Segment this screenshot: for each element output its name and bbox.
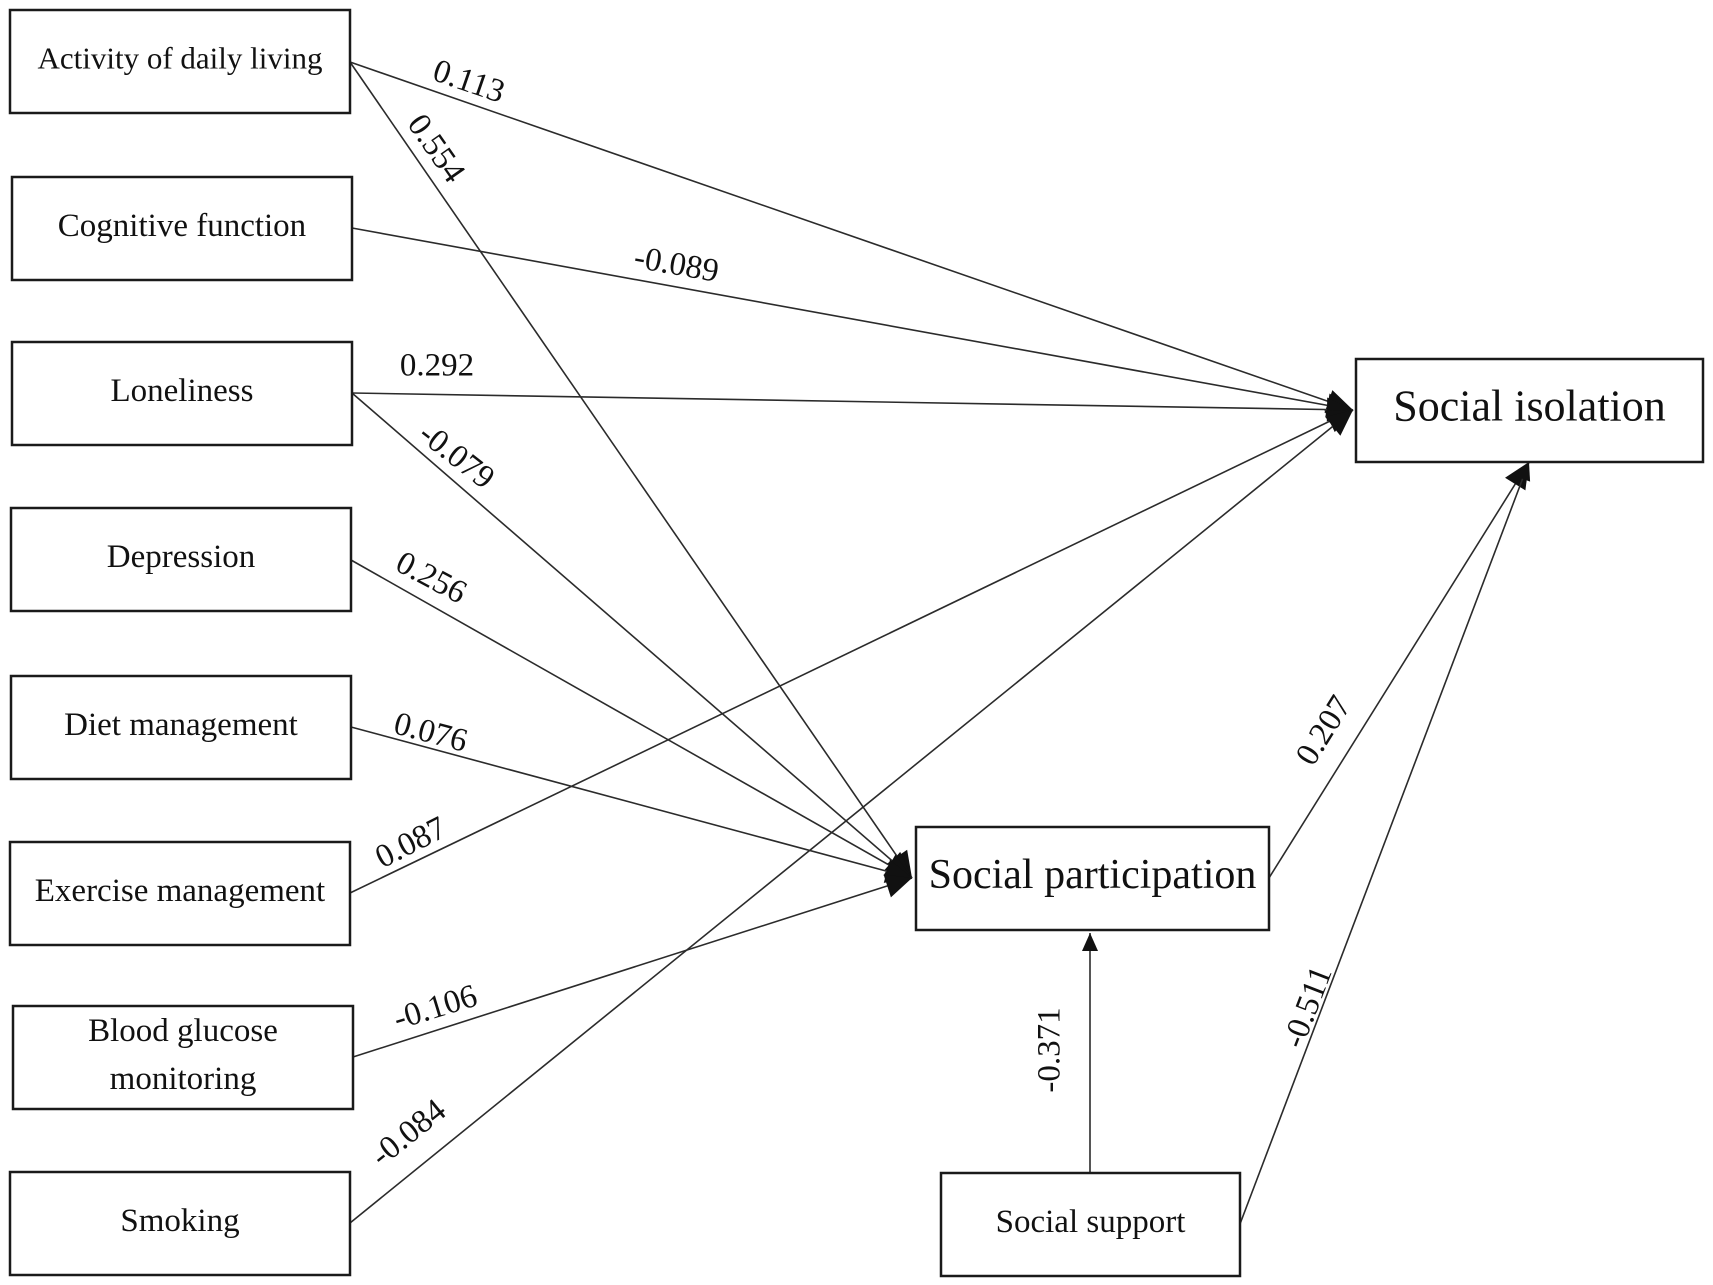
coefficient-adl-to-part: 0.554 bbox=[400, 108, 472, 189]
arrowhead-supp-to-part bbox=[1082, 933, 1098, 951]
coefficient-supp-to-iso: -0.511 bbox=[1276, 961, 1340, 1052]
coefficient-supp-to-part: -0.371 bbox=[1032, 1007, 1068, 1092]
coefficient-bgm-to-part: -0.106 bbox=[389, 978, 481, 1037]
node-label-dep: Depression bbox=[107, 539, 255, 575]
node-label-smok: Smoking bbox=[120, 1203, 239, 1239]
node-box-exer bbox=[8, 840, 352, 947]
path-adl-to-iso bbox=[349, 61, 1354, 411]
node-diet: Diet management bbox=[9, 674, 353, 781]
node-label-exer: Exercise management bbox=[35, 873, 325, 909]
path-part-to-iso bbox=[1268, 461, 1530, 879]
node-label-cog: Cognitive function bbox=[58, 208, 306, 244]
path-bgm-to-part bbox=[352, 877, 913, 1058]
node-bgm: Blood glucose monitoring bbox=[11, 1004, 355, 1111]
node-label-adl: Activity of daily living bbox=[38, 41, 323, 76]
node-smok: Smoking bbox=[8, 1170, 352, 1277]
node-label-supp: Social support bbox=[996, 1204, 1186, 1240]
path-diet-to-part bbox=[350, 726, 913, 879]
path-dep-to-part bbox=[350, 559, 913, 879]
arrowhead-supp-to-iso bbox=[1515, 462, 1531, 482]
arrowhead-bgm-to-part bbox=[883, 874, 912, 898]
coefficient-smok-to-iso: -0.084 bbox=[364, 1092, 453, 1174]
node-box-diet bbox=[9, 674, 353, 781]
coefficient-lone-to-iso: 0.292 bbox=[400, 348, 474, 384]
node-box-adl bbox=[8, 8, 352, 115]
node-box-dep bbox=[9, 506, 353, 613]
path-smok-to-iso bbox=[349, 409, 1354, 1224]
node-label-part: Social participation bbox=[929, 852, 1257, 898]
node-box-iso bbox=[1354, 357, 1705, 464]
node-lone: Loneliness bbox=[10, 340, 354, 447]
node-box-cog bbox=[10, 175, 354, 282]
node-cog: Cognitive function bbox=[10, 175, 354, 282]
node-iso: Social isolation bbox=[1354, 357, 1705, 464]
path-exer-to-iso bbox=[349, 409, 1354, 894]
node-label-diet: Diet management bbox=[64, 707, 298, 743]
edges-layer bbox=[349, 61, 1531, 1225]
node-box-bgm bbox=[11, 1004, 355, 1111]
node-supp: Social support bbox=[939, 1171, 1242, 1278]
path-lone-to-part bbox=[351, 392, 913, 879]
coefficient-diet-to-part: 0.076 bbox=[390, 706, 471, 760]
path-lone-to-iso bbox=[351, 392, 1354, 411]
coefficient-exer-to-iso: 0.087 bbox=[370, 810, 453, 876]
coefficient-part-to-iso: 0.207 bbox=[1289, 690, 1359, 772]
path-supp-to-iso bbox=[1239, 461, 1530, 1225]
coefficient-cog-to-iso: -0.089 bbox=[631, 239, 721, 289]
path-adl-to-part bbox=[349, 61, 913, 879]
node-exer: Exercise management bbox=[8, 840, 352, 947]
node-box-supp bbox=[939, 1171, 1242, 1278]
node-label-lone: Loneliness bbox=[111, 373, 254, 409]
path-cog-to-iso bbox=[351, 227, 1354, 411]
arrowhead-smok-to-iso bbox=[1325, 410, 1353, 436]
coefficient-adl-to-iso: 0.113 bbox=[428, 53, 509, 111]
node-box-smok bbox=[8, 1170, 352, 1277]
coefficient-dep-to-part: 0.256 bbox=[390, 545, 472, 612]
node-label-bgm: monitoring bbox=[110, 1061, 257, 1097]
node-adl: Activity of daily living bbox=[8, 8, 352, 115]
node-label-bgm: Blood glucose bbox=[88, 1013, 278, 1049]
node-box-lone bbox=[10, 340, 354, 447]
node-dep: Depression bbox=[9, 506, 353, 613]
node-box-part bbox=[914, 825, 1271, 932]
node-part: Social participation bbox=[914, 825, 1271, 932]
node-label-iso: Social isolation bbox=[1393, 382, 1666, 431]
